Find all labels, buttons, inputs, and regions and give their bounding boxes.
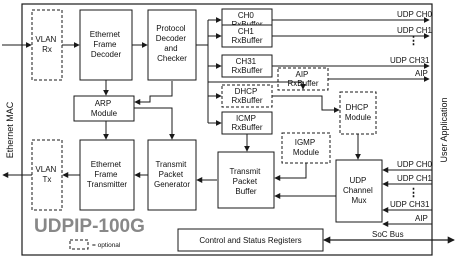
svg-text:ARP Module: ARP Module: [91, 99, 118, 118]
rx-udp-ch1-label: UDP CH1: [397, 26, 433, 35]
dhcp-module-block: DHCP Module: [339, 91, 377, 135]
ethernet-mac-label: Ethernet MAC: [5, 101, 15, 158]
ethernet-frame-decoder-label: Ethernet Frame Decoder: [90, 30, 122, 59]
tx-udp-ch0-label: UDP CH0: [397, 160, 433, 169]
vlan-rx-label: VLAN Rx: [35, 35, 58, 54]
protocol-decoder-checker-label: Protocol Decoder and Checker: [156, 24, 188, 63]
tx-channel-ellipsis: ⋮: [408, 187, 419, 199]
svg-text:Ethernet Frame Tra: Ethernet Frame Transmitter: [87, 160, 127, 189]
rx-udp-ch0-label: UDP CH0: [397, 10, 433, 19]
transmit-packet-buffer-block: Transmit Packet Buffer: [217, 151, 275, 209]
svg-text:UDP Channel Mux: UDP Channel Mux: [343, 176, 375, 205]
svg-text:Transmit Packet Ge: Transmit Packet Generator: [154, 160, 190, 189]
rx-udp-ch31-label: UDP CH31: [390, 56, 430, 65]
soc-bus-label: SoC Bus: [372, 230, 404, 239]
svg-text:CH1 RxBuffer: CH1 RxBuffer: [232, 27, 263, 45]
transmit-packet-generator-block: Transmit Packet Generator: [147, 139, 197, 211]
svg-text:DHCP RxBuffer: DHCP RxBuffer: [232, 87, 263, 105]
ch1-rxbuffer-block: CH1 RxBuffer: [221, 24, 273, 48]
user-application-label: User Application: [439, 97, 449, 162]
dhcp-rxbuffer-block: DHCP RxBuffer: [221, 84, 273, 108]
tx-aip-label: AIP: [415, 214, 428, 223]
svg-text:CH31 RxBuffer: CH31 RxBuffer: [232, 57, 263, 75]
tx-udp-ch1-label: UDP CH1: [397, 174, 433, 183]
rx-channel-ellipsis: ⋮: [408, 35, 419, 47]
svg-text:VLAN Tx: VLAN Tx: [35, 165, 58, 184]
icmp-rxbuffer-block: ICMP RxBuffer: [221, 111, 273, 135]
arp-module-block: ARP Module: [73, 95, 135, 122]
svg-text:ICMP RxBuffer: ICMP RxBuffer: [232, 114, 263, 132]
legend-optional-label: = optional: [92, 242, 121, 249]
dhcp-buffer-to-module-arrow: [272, 95, 340, 113]
product-name: UDPIP-100G: [34, 216, 145, 237]
arp-to-generator-arrow: [134, 107, 175, 140]
vlan-tx-block: VLAN Tx: [31, 139, 63, 211]
rx-distribution-bus: [196, 17, 306, 126]
tx-udp-ch31-label: UDP CH31: [390, 200, 430, 209]
svg-text:Control and Status Registers: Control and Status Registers: [199, 236, 301, 245]
control-status-registers-block: Control and Status Registers: [177, 228, 324, 252]
checker-to-arp-arrow: [134, 81, 173, 105]
svg-text:Transmit Packet Bu: Transmit Packet Buffer: [229, 167, 262, 196]
ethernet-frame-transmitter-block: Ethernet Frame Transmitter: [79, 139, 135, 211]
udp-channel-mux-block: UDP Channel Mux: [335, 159, 383, 223]
ethernet-frame-decoder-block: Ethernet Frame Decoder: [79, 9, 133, 81]
igmp-module-block: IGMP Module: [281, 132, 331, 164]
rx-aip-label: AIP: [415, 69, 428, 78]
svg-text:IGMP Module: IGMP Module: [293, 138, 320, 157]
svg-text:DHCP Module: DHCP Module: [345, 103, 372, 122]
protocol-decoder-checker-block: Protocol Decoder and Checker: [147, 9, 197, 81]
legend-optional-swatch: [69, 239, 89, 250]
igmp-to-tx-buffer-arrow: [274, 163, 307, 181]
vlan-rx-block: VLAN Rx: [31, 9, 63, 81]
ch31-rxbuffer-block: CH31 RxBuffer: [221, 54, 273, 78]
